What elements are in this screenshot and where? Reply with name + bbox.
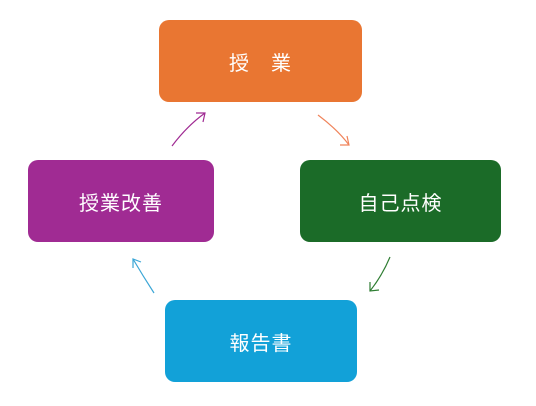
arrow-top-to-right — [317, 114, 350, 146]
node-jugyo-kaizen: 授業改善 — [28, 160, 214, 242]
node-jugyo-kaizen-label: 授業改善 — [79, 190, 163, 215]
node-hokokusho-label: 報告書 — [229, 330, 293, 355]
arrow-left-to-top — [171, 112, 206, 147]
node-jiko-tenken-label: 自己点検 — [358, 190, 443, 215]
node-jiko-tenken: 自己点検 — [300, 160, 501, 242]
arrow-right-to-bottom — [369, 256, 391, 292]
arrow-bottom-to-left — [132, 258, 155, 294]
node-hokokusho: 報告書 — [165, 300, 357, 382]
node-jugyo-label: 授 業 — [229, 50, 292, 75]
node-jugyo: 授 業 — [159, 20, 362, 102]
